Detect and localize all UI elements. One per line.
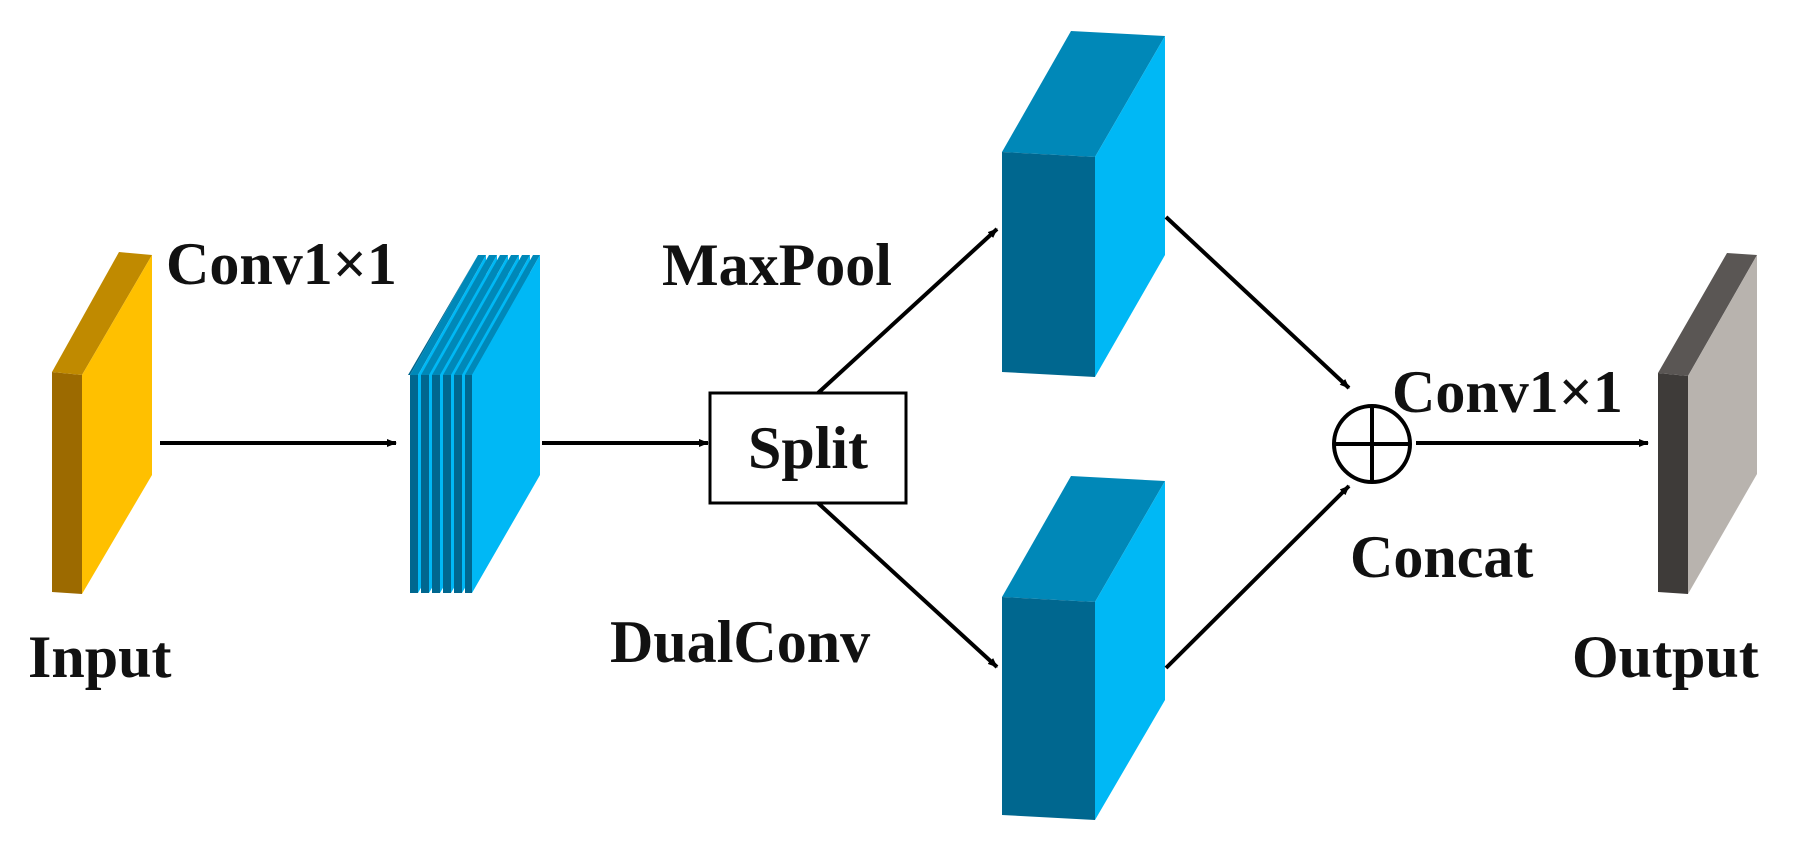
output-feature-map xyxy=(1658,253,1757,594)
conv-in-label: Conv1×1 xyxy=(166,231,397,297)
input-map-side xyxy=(52,372,82,594)
stack-layer xyxy=(454,255,530,375)
stack-layer xyxy=(432,375,440,593)
input-map-front xyxy=(82,255,152,594)
maxpool-feature-block xyxy=(1002,31,1165,377)
input-feature-map xyxy=(52,252,152,594)
split-label: Split xyxy=(748,415,868,481)
stack-layer xyxy=(432,255,508,375)
arrow-split-to-dualconv xyxy=(816,501,999,669)
output-map-side xyxy=(1658,373,1688,594)
maxpool-label: MaxPool xyxy=(662,232,892,298)
dualconv-block-front xyxy=(1095,481,1165,820)
output-map-front xyxy=(1688,255,1757,594)
output-label: Output xyxy=(1572,624,1759,690)
stack-layer xyxy=(472,255,540,593)
stack-layer xyxy=(454,375,462,593)
dualconv-feature-block xyxy=(1002,476,1165,820)
conv-out-label: Conv1×1 xyxy=(1392,359,1623,425)
maxpool-block-front xyxy=(1095,36,1165,377)
input-map-top xyxy=(52,252,152,375)
arrow-maxpool-to-concat xyxy=(1164,215,1351,390)
dualconv-block-top xyxy=(1002,476,1165,602)
input-label: Input xyxy=(28,624,171,690)
concat-label: Concat xyxy=(1350,524,1533,590)
maxpool-block-side xyxy=(1002,152,1095,377)
stack-layer xyxy=(421,255,497,375)
stack-layer xyxy=(443,375,451,593)
stack-layer xyxy=(421,375,429,593)
dualconv-label: DualConv xyxy=(610,609,870,675)
stack-layer xyxy=(410,375,418,593)
arrow-dualconv-to-concat xyxy=(1164,484,1351,670)
stack-layer xyxy=(443,255,519,375)
stack-layer xyxy=(465,255,540,375)
maxpool-block-top xyxy=(1002,31,1165,157)
conv-feature-stack xyxy=(408,255,540,593)
split-block: Split xyxy=(708,391,908,505)
arrow-split-to-maxpool xyxy=(816,227,999,395)
dualconv-block-side xyxy=(1002,597,1095,820)
concat-operator xyxy=(1332,404,1412,484)
stack-layer xyxy=(410,255,486,375)
output-map-top xyxy=(1658,253,1757,376)
split-box xyxy=(708,391,908,505)
stack-layer xyxy=(465,375,472,593)
